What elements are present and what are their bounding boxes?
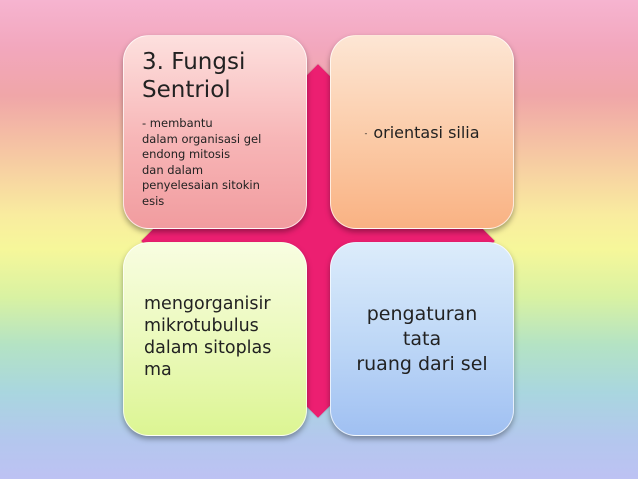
bullet-dash: - [364, 128, 368, 138]
box-text: orientasi silia [373, 122, 480, 142]
box-title: 3. Fungsi Sentriol [142, 49, 246, 103]
box-text-wrapper: -orientasi silia [364, 123, 479, 142]
box-pengaturan-tata-ruang: pengaturan tata ruang dari sel [330, 242, 514, 436]
box-text: mengorganisir mikrotubulus dalam sitopla… [144, 294, 272, 380]
box-orientasi-silia: -orientasi silia [330, 35, 514, 229]
box-mengorganisir-mikrotubulus: mengorganisir mikrotubulus dalam sitopla… [123, 242, 307, 436]
box-body-text: - membantu dalam organisasi gel endong m… [142, 116, 262, 208]
box-fungsi-sentriol: 3. Fungsi Sentriol - membantu dalam orga… [123, 35, 307, 229]
box-text: pengaturan tata ruang dari sel [356, 302, 488, 375]
